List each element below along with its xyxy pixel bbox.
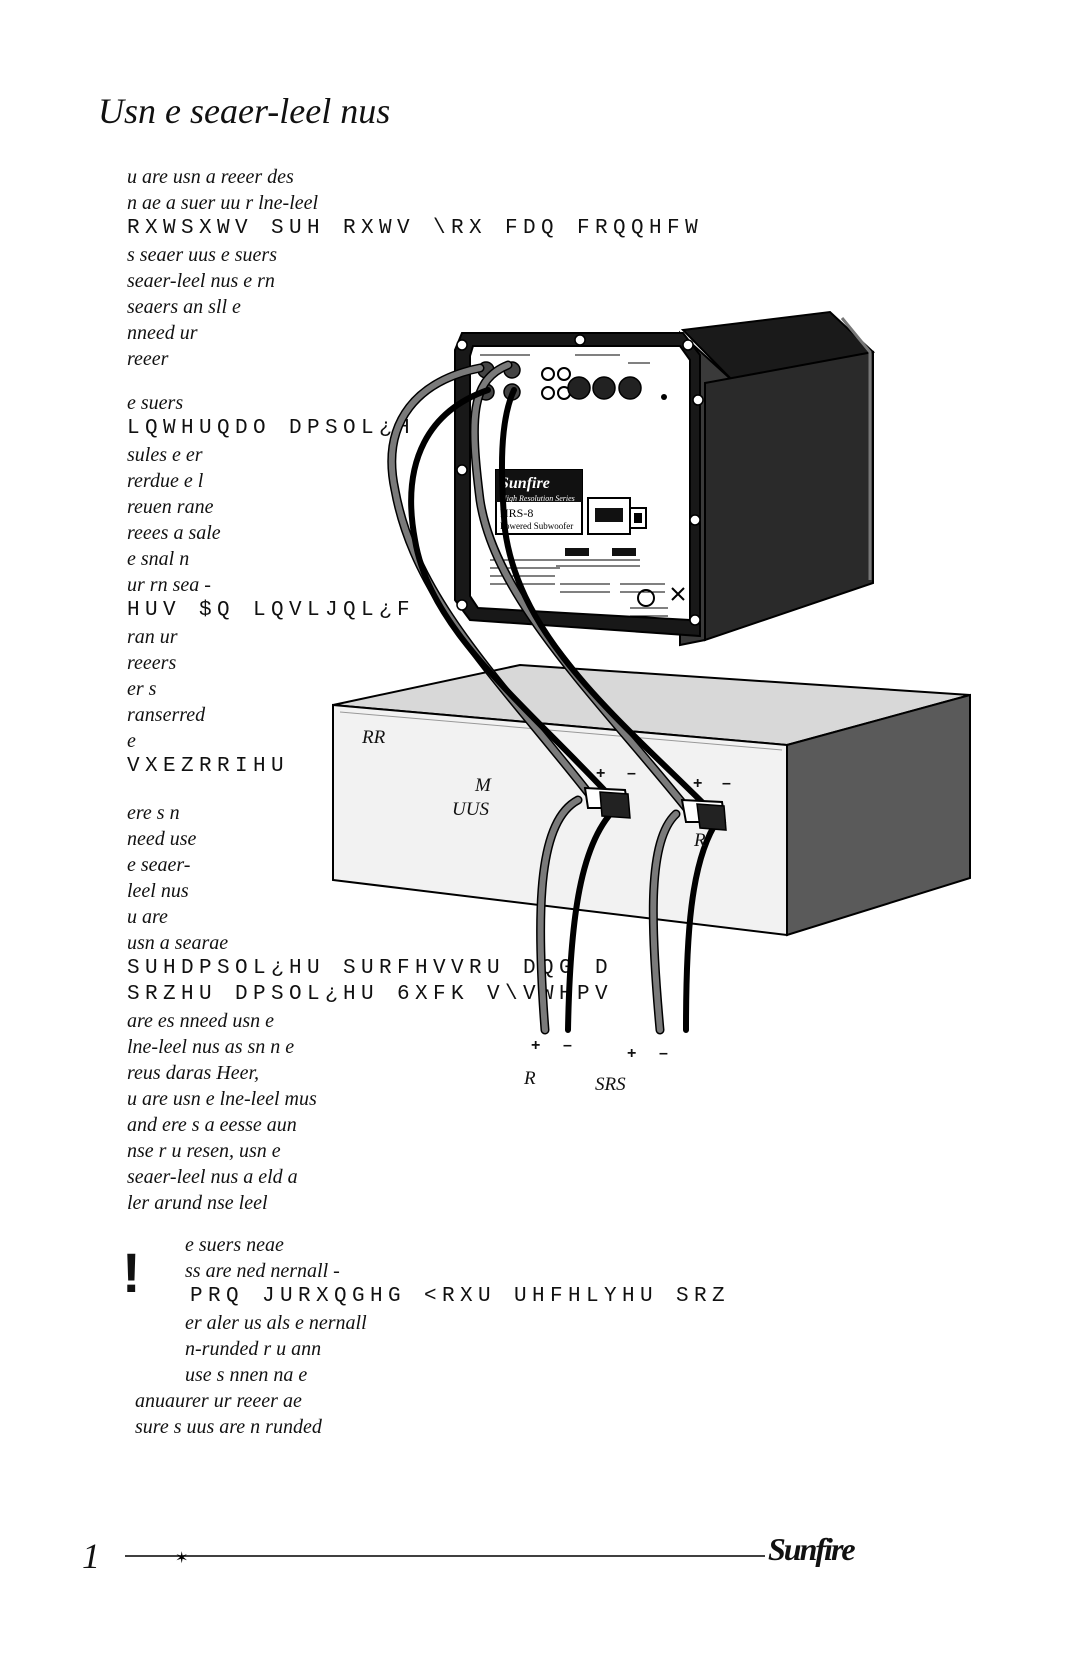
text-line: ran ur (127, 626, 178, 648)
plus-sign: + (693, 775, 702, 792)
plus-sign: + (531, 1037, 540, 1054)
minus-sign: – (563, 1037, 572, 1054)
text-line: ur rn sea - (127, 574, 211, 596)
text-line: reees a sale (127, 522, 221, 544)
text-line: seaer-leel nus e rn (127, 270, 275, 292)
sunfire-logo: Sunfire (768, 1531, 856, 1567)
text-line: s seaer uus e suers (127, 244, 277, 266)
text-line: seaers an sll e (127, 296, 241, 318)
text-line: VXEZRRIHU (127, 755, 290, 778)
warning-line: n-runded r u ann (185, 1338, 322, 1360)
text-line: u are (127, 906, 168, 928)
footer-rule: ✶ (125, 1548, 765, 1567)
text-line: ranserred (127, 704, 206, 726)
minus-sign: – (659, 1045, 668, 1062)
text-line: ere s n (127, 802, 180, 824)
text-line: SRZHU DPSOL¿HU 6XFK V\VWHPV (127, 983, 614, 1006)
text-line: reuen rane (127, 496, 214, 518)
receiver-label-uus: UUS (452, 799, 489, 820)
speaker-wires (387, 360, 721, 1035)
receiver-label-r: R (693, 830, 706, 851)
text-line: u are usn e lne-leel mus (127, 1088, 317, 1110)
warning-line: sure s uus are n runded (135, 1416, 322, 1438)
text-line: SUHDPSOL¿HU SURFHVVRU DQG D (127, 957, 614, 980)
subwoofer-series: High Resolution Series (500, 494, 575, 503)
warning-line: ss are ned nernall - (185, 1260, 340, 1282)
text-line: seaer-leel nus a eld a (127, 1166, 298, 1188)
receiver-terminals (583, 786, 727, 831)
text-line: er s (127, 678, 157, 700)
warning-line: use s nnen na e (185, 1364, 308, 1386)
receiver-label: RR (361, 727, 386, 748)
warning-icon: ! (122, 1241, 141, 1304)
warning-line: e suers neae (185, 1234, 284, 1256)
text-line: reeer (127, 348, 169, 370)
warning-line: anuaurer ur reeer ae (135, 1390, 302, 1412)
subwoofer-brand: Sunfire (500, 475, 550, 492)
text-line: sules e er (127, 444, 203, 466)
star-ornament-icon: ✶ (175, 1548, 188, 1567)
text-line: e suers (127, 392, 184, 414)
text-line: and ere s a eesse aun (127, 1114, 297, 1136)
subwoofer-cabinet: Sunfire High Resolution Series HRS-8 Pow… (454, 310, 876, 647)
text-line: need use (127, 828, 197, 850)
text-line: e (127, 730, 136, 752)
text-line: e snal n (127, 548, 190, 570)
text-line: LQWHUQDO DPSOL¿H (127, 417, 416, 440)
warning-line: er aler us als e nernall (185, 1312, 367, 1334)
page-title: Usn e seaer-leel nus (98, 91, 391, 131)
speaker-label-srs: SRS (595, 1074, 626, 1095)
text-line: nse r u resen, usn e (127, 1140, 281, 1162)
text-line: reeers (127, 652, 177, 674)
speaker-label-r: R (523, 1068, 536, 1089)
subwoofer-model: HRS-8 (500, 506, 533, 520)
receiver-label-m: M (474, 775, 492, 796)
plus-sign: + (596, 765, 605, 782)
text-line: HUV $Q LQVLJQL¿F (127, 599, 416, 622)
plus-sign: + (627, 1045, 636, 1062)
text-line: are es nneed usn e (127, 1010, 274, 1032)
text-line: ler arund nse leel (127, 1192, 268, 1214)
subwoofer-desc: Powered Subwoofer (500, 521, 573, 531)
text-line: lne-leel nus as sn n e (127, 1036, 295, 1058)
text-line: n ae a suer uu r lne-leel (127, 192, 319, 214)
text-line: u are usn a reeer des (127, 166, 294, 188)
text-line: RXWSXWV SUH RXWV \RX FDQ FRQQHFW (127, 217, 704, 240)
text-line: usn a searae (127, 932, 229, 954)
text-line: e seaer- (127, 854, 191, 876)
minus-sign: – (627, 765, 636, 782)
text-line: reus daras Heer, (127, 1062, 260, 1084)
page-number: 1 (82, 1536, 100, 1576)
text-line: leel nus (127, 880, 189, 902)
warning-line: PRQ JURXQGHG <RXU UHFHLYHU SRZ (190, 1285, 731, 1308)
text-line: nneed ur (127, 322, 198, 344)
minus-sign: – (722, 775, 731, 792)
text-line: rerdue e l (127, 470, 204, 492)
